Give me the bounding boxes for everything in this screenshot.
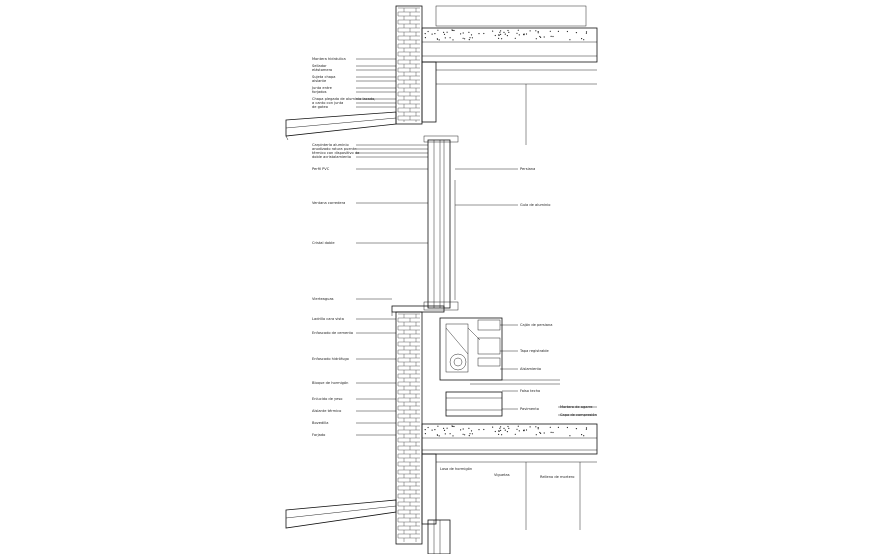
label-left-l9: a canto con junta [312, 101, 343, 105]
label-bottom-b3: Relleno de mortero [540, 475, 574, 479]
eave-flashing-lower [285, 499, 397, 529]
shutter-box [439, 317, 560, 385]
label-left-l21: Enfoscado hidrófugo [312, 357, 349, 361]
label-left-l5: aislante [312, 79, 327, 83]
slab-aggregate-upper [424, 29, 588, 41]
label-right-r7: Pavimento [520, 407, 539, 411]
lower-floor-slab [421, 423, 598, 525]
label-left-l10: de goteo [312, 105, 328, 109]
label-left-l25: Bovedilla [312, 421, 328, 425]
lower-window-frame [445, 391, 503, 417]
label-left-l20: Enfoscado de cemento [312, 331, 353, 335]
label-bottom-b1: Losa de hormigón [440, 467, 472, 471]
label-right-r3: Cajón de persiana [520, 323, 553, 327]
label-left-l16: Ventana corredera [312, 201, 345, 205]
eave-flashing-upper [285, 111, 397, 141]
label-left-l19: Ladrillo cara vista [312, 317, 344, 321]
window-sill [391, 305, 445, 316]
label-left-l22: Bloque de hormigón [312, 381, 348, 385]
label-left-l6: Junta entre [311, 86, 333, 90]
label-left-l13: térmico con dispositivo de [312, 151, 360, 155]
label-right-r5: Aislamiento [520, 367, 541, 371]
brick-wall-upper [395, 5, 423, 125]
label-bottom-b2: Viguetas [494, 473, 510, 477]
lower-window-start [427, 519, 451, 554]
label-left-l17: Cristal doble [312, 241, 335, 245]
slab-aggregate-lower [424, 425, 588, 437]
label-left-l7: forjados [312, 90, 327, 94]
label-left-l15: Perfil PVC [312, 167, 330, 171]
label-right-r6: Falso techo [520, 389, 540, 393]
label-left-l24: Aislante térmico [312, 409, 341, 413]
label-left-l4: Sujeta chapa [312, 75, 335, 79]
window-frame [423, 135, 459, 311]
upper-floor-slab [421, 5, 598, 123]
left-annotations: Montera hidráulicaSelladorelástomeroSuje… [311, 57, 428, 437]
label-left-l18: Vierteaguas [312, 297, 334, 301]
label-left-l3: elástomero [312, 68, 332, 72]
label-left-l11: Carpintería aluminio [312, 143, 349, 147]
label-left-l2: Sellador [312, 64, 327, 68]
label-left-l14: doble acristalamiento [312, 155, 351, 159]
label-left-l12: anodizado rotura puente [312, 147, 357, 151]
label-left-l8: Chapa plegada de aluminio lacado, [312, 97, 375, 101]
label-right-r4: Tapa registrable [519, 349, 550, 353]
label-right-r2: Guía de aluminio [520, 203, 551, 207]
label-left-l23: Enlucido de yeso [312, 397, 342, 401]
label-right-r1: Persiana [520, 167, 535, 171]
label-left-l1: Montera hidráulica [312, 57, 346, 61]
brick-wall-lower [395, 311, 423, 545]
label-left-l26: Forjado [312, 433, 325, 437]
